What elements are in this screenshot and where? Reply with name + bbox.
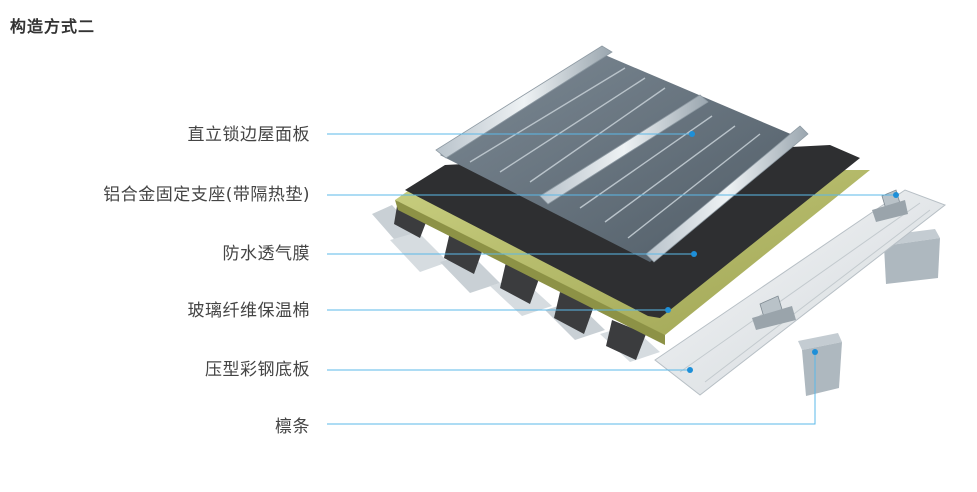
dot-purlin xyxy=(812,349,818,355)
label-steel-deck-base-plate: 压型彩钢底板 xyxy=(205,360,310,380)
section-title: 构造方式二 xyxy=(10,17,96,36)
dot-support-bracket xyxy=(893,192,899,198)
label-purlin: 檩条 xyxy=(275,417,310,437)
label-standing-seam-roof-panel: 直立锁边屋面板 xyxy=(187,125,310,145)
leader-dots xyxy=(665,131,899,373)
aluminum-support-brackets xyxy=(752,189,908,330)
dot-steel-deck xyxy=(687,367,693,373)
standing-seam-ribs xyxy=(435,45,809,263)
dot-membrane xyxy=(691,251,697,257)
dot-roof-panel xyxy=(689,131,695,137)
leader-lines xyxy=(327,133,896,425)
leader-line-purlin xyxy=(327,352,816,425)
label-aluminum-support-bracket: 铝合金固定支座(带隔热垫) xyxy=(103,185,310,205)
dot-insulation xyxy=(665,307,671,313)
label-glass-fiber-insulation: 玻璃纤维保温棉 xyxy=(187,301,310,321)
label-breathable-membrane: 防水透气膜 xyxy=(222,244,310,264)
roof-panel-grooves xyxy=(469,67,761,239)
